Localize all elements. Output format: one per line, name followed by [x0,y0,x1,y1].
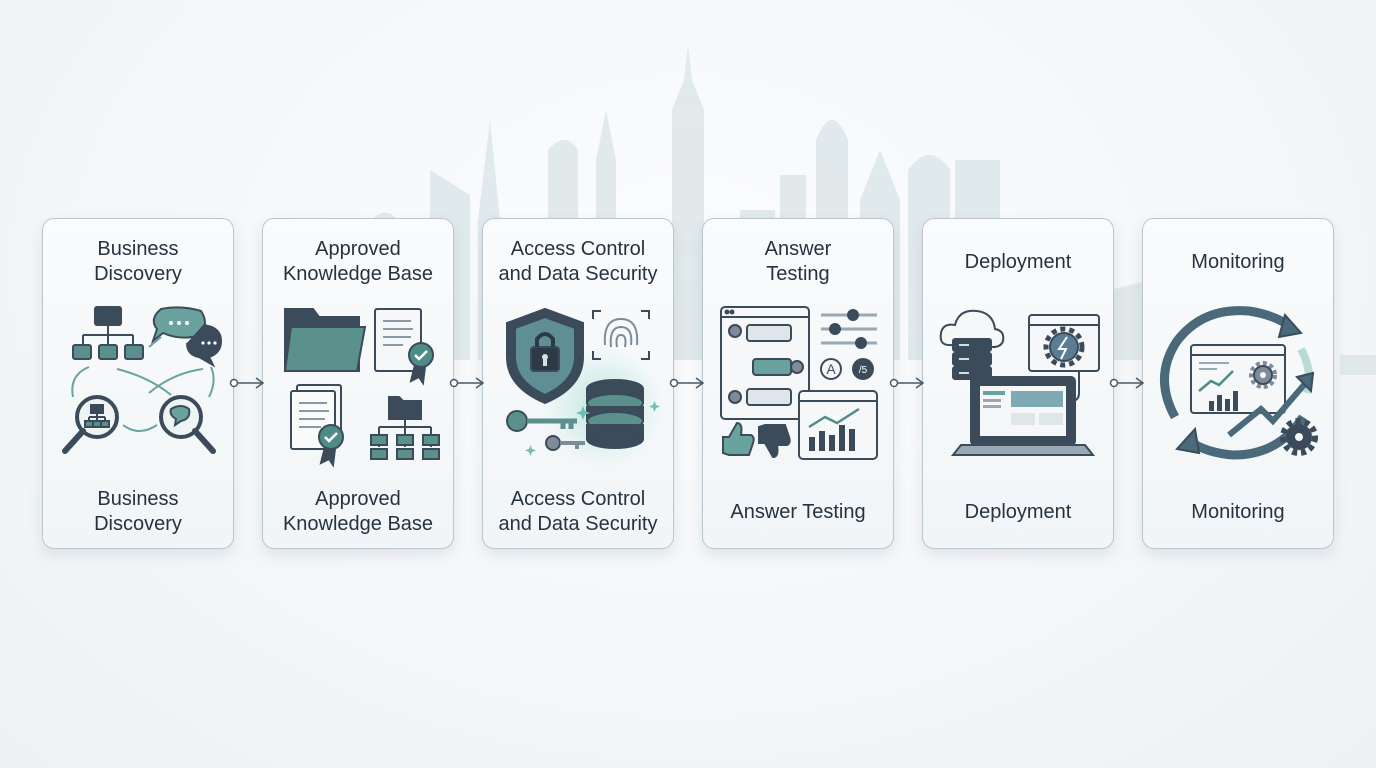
step-title: Monitoring [1191,250,1285,273]
flow-arrow [1109,377,1145,389]
answer-badge-rating: /5 [859,365,868,376]
deployment-icon [939,309,1100,456]
answer-testing-icon: A /5 [720,306,878,460]
monitoring-icon [1160,306,1318,460]
step-caption: Monitoring [1191,500,1285,523]
step-caption: Deployment [964,500,1072,523]
knowledge-base-icon [283,308,440,468]
step-card-deployment: Deployment Deployment [922,218,1114,549]
flow-arrow [669,377,705,389]
discovery-icon [62,306,223,454]
security-icon [506,307,663,467]
step-caption: Answer Testing [730,500,866,523]
step-title: Deployment [964,250,1072,273]
step-card-monitoring: Monitoring Monitoring [1142,218,1334,549]
flow-arrow [889,377,925,389]
flow-arrow [449,377,485,389]
flow-arrow [229,377,265,389]
answer-badge-a: A [826,361,836,377]
